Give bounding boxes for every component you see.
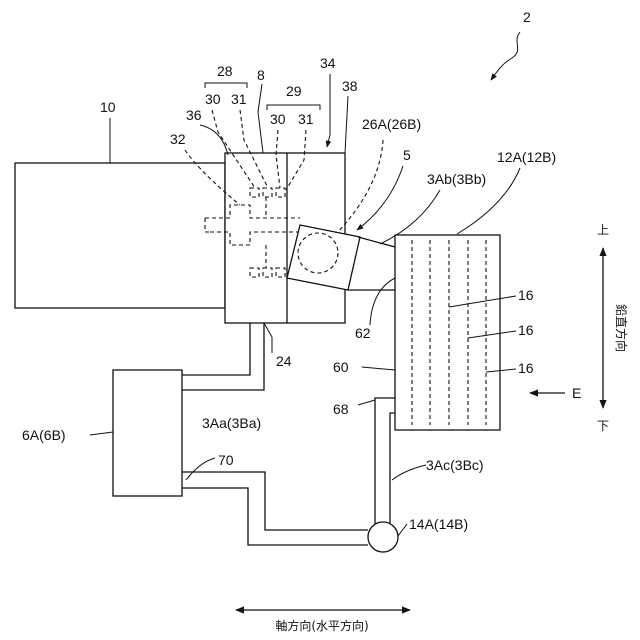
- pipe-3ac-rise-left: [375, 398, 395, 524]
- pipe-3ac-upper: [182, 472, 368, 530]
- leader-3ac: [392, 465, 426, 480]
- label-8: 8: [257, 67, 265, 83]
- label-62: 62: [355, 325, 371, 341]
- heat-exchanger-12: [395, 235, 500, 430]
- label-30a: 30: [205, 91, 221, 107]
- label-31b: 31: [298, 111, 314, 127]
- label-16a: 16: [518, 287, 534, 303]
- label-12: 12A(12B): [497, 149, 556, 165]
- pipe-3ac-lower: [182, 488, 368, 545]
- label-3ab: 3Ab(3Bb): [427, 171, 486, 187]
- label-16b: 16: [518, 322, 534, 338]
- leader-60: [362, 367, 395, 370]
- pump-14: [368, 522, 398, 552]
- label-6: 6A(6B): [22, 427, 66, 443]
- pipe-3aa-inner: [182, 323, 264, 390]
- label-29: 29: [286, 83, 302, 99]
- vertical-top-label: 上: [597, 223, 609, 237]
- leader-38: [345, 96, 348, 153]
- pipe-3ab-top: [358, 237, 395, 247]
- leader-14: [398, 524, 407, 536]
- label-10: 10: [100, 99, 116, 115]
- label-30b: 30: [270, 111, 286, 127]
- label-36: 36: [186, 107, 202, 123]
- label-38: 38: [342, 78, 358, 94]
- pipe-3aa-outer: [182, 323, 250, 375]
- vertical-bottom-label: 下: [597, 419, 609, 433]
- label-34: 34: [320, 55, 336, 71]
- leader-24: [264, 323, 272, 353]
- label-28: 28: [217, 63, 233, 79]
- label-70: 70: [218, 452, 234, 468]
- leader-36: [200, 125, 228, 155]
- label-31a: 31: [231, 91, 247, 107]
- leader-6: [90, 432, 113, 435]
- label-14: 14A(14B): [409, 516, 468, 532]
- brace-29: [267, 105, 320, 110]
- label-5: 5: [403, 147, 411, 163]
- label-60: 60: [333, 359, 349, 375]
- leader-5: [357, 166, 403, 230]
- leader-8: [258, 84, 263, 153]
- label-68: 68: [333, 401, 349, 417]
- reservoir-6: [113, 370, 182, 496]
- label-16c: 16: [518, 360, 534, 376]
- label-3ac: 3Ac(3Bc): [426, 457, 484, 473]
- figure-number: 2: [523, 9, 531, 25]
- label-3aa: 3Aa(3Ba): [202, 415, 261, 431]
- label-24: 24: [276, 353, 292, 369]
- label-32: 32: [170, 131, 186, 147]
- label-e: E: [572, 385, 581, 401]
- horizontal-axis-label: 軸方向(水平方向): [275, 618, 368, 633]
- label-26: 26A(26B): [362, 116, 421, 132]
- leader-62: [370, 278, 395, 325]
- pipe-3ac-rise-right: [390, 413, 395, 524]
- brace-28: [205, 83, 247, 88]
- leader-68: [358, 400, 375, 405]
- figure-arrow: [491, 32, 520, 80]
- motor-10: [15, 163, 225, 308]
- leader-70: [186, 458, 215, 480]
- vertical-axis-label: 鉛直方向: [614, 304, 629, 352]
- leader-34: [327, 74, 330, 147]
